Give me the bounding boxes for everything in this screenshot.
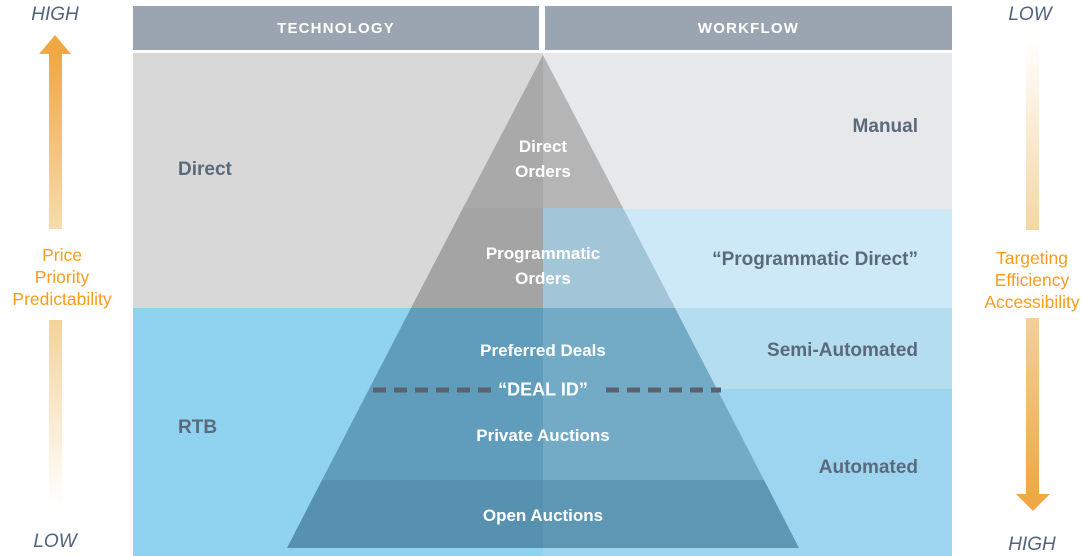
left-axis-caption: Price Priority Predictability — [12, 245, 112, 309]
left-axis-high-label: HIGH — [31, 4, 79, 25]
up-arrow-icon — [39, 35, 71, 54]
right-axis-low-label: LOW — [1008, 4, 1052, 25]
pyramid-programmatic-orders-right — [543, 208, 675, 308]
technology-header: TECHNOLOGY — [133, 6, 539, 50]
band-manual — [543, 53, 952, 209]
layer-label-preferred-deals: Preferred Deals — [480, 341, 606, 360]
band-label-direct: Direct — [178, 159, 232, 180]
right-arrow-shaft-upper — [1026, 40, 1039, 230]
down-arrow-icon — [1016, 494, 1050, 511]
band-label-rtb: RTB — [178, 417, 218, 438]
right-axis-caption: Targeting Efficiency Accessibility — [984, 248, 1080, 312]
left-arrow-shaft-upper — [49, 53, 62, 229]
pyramid-deals-auctions-left — [322, 308, 543, 480]
layer-label-private-auctions: Private Auctions — [476, 426, 610, 445]
right-arrow-shaft-lower — [1026, 318, 1039, 494]
left-axis-low-label: LOW — [33, 531, 77, 552]
pyramid-open-auctions-right — [543, 480, 799, 548]
workflow-header: WORKFLOW — [545, 6, 952, 50]
pyramid-direct-orders-right — [543, 55, 623, 208]
band-label-automated: Automated — [818, 457, 918, 478]
layer-label-programmatic-orders: Programmatic Orders — [485, 244, 601, 288]
band-label-semi-automated: Semi-Automated — [767, 340, 918, 361]
pyramid-programmatic-orders-left — [411, 208, 543, 308]
layer-label-direct-orders: Direct Orders — [515, 137, 571, 181]
right-axis-high-label: HIGH — [1008, 534, 1056, 555]
layer-label-open-auctions: Open Auctions — [482, 506, 604, 525]
band-label-manual: Manual — [852, 116, 918, 137]
pyramid-deals-auctions-right — [543, 308, 764, 480]
pyramid-open-auctions-left — [287, 480, 543, 548]
band-label-programmatic-direct: “Programmatic Direct” — [712, 249, 918, 270]
layer-label-deal-id: “DEAL ID” — [498, 379, 588, 400]
pyramid-direct-orders-left — [463, 55, 543, 208]
left-arrow-shaft-lower — [49, 320, 62, 505]
